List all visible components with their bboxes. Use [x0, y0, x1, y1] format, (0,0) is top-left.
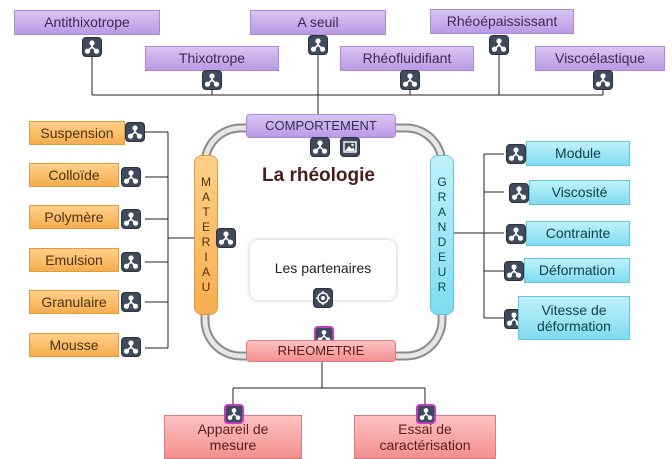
mindmap-branch-icon[interactable] — [121, 167, 141, 187]
node-module[interactable]: Module — [526, 141, 630, 166]
hub-rheometrie[interactable]: RHEOMETRIE — [246, 340, 396, 362]
hub-letter: R — [201, 235, 211, 249]
mindmap-branch-icon[interactable] — [82, 37, 102, 57]
hub-letter: R — [437, 280, 447, 294]
image-icon[interactable] — [340, 137, 360, 157]
mindmap-branch-icon[interactable] — [504, 261, 524, 281]
mindmap-branch-icon[interactable] — [121, 209, 141, 229]
node-colloide[interactable]: Colloïde — [29, 163, 119, 187]
mindmap-branch-icon[interactable] — [121, 337, 141, 357]
node-rheoepaississant[interactable]: Rhéoépaississant — [430, 9, 574, 34]
node-viscoelastique[interactable]: Viscoélastique — [535, 46, 665, 71]
mindmap-branch-icon[interactable] — [125, 122, 145, 142]
hub-grandeur[interactable]: G R A N D E U R — [430, 155, 454, 315]
hub-letter: R — [437, 190, 447, 204]
mindmap-branch-icon[interactable] — [400, 70, 420, 90]
mindmap-branch-icon[interactable] — [489, 35, 509, 55]
mindmap-branch-icon[interactable] — [224, 404, 244, 424]
mindmap-branch-icon[interactable] — [506, 144, 526, 164]
mindmap-branch-icon[interactable] — [310, 137, 330, 157]
hub-letter: A — [201, 190, 210, 204]
node-antithixotrope[interactable]: Antithixotrope — [14, 10, 160, 35]
partners-card[interactable]: Les partenaires — [250, 240, 396, 300]
node-appareil-de-mesure[interactable]: Appareil de mesure — [164, 415, 302, 459]
node-rheofluidifiant[interactable]: Rhéofluidifiant — [340, 46, 474, 71]
hub-letter: U — [437, 265, 447, 279]
hub-letter: T — [202, 205, 210, 219]
mindmap-branch-icon[interactable] — [121, 292, 141, 312]
node-granulaire[interactable]: Granulaire — [29, 290, 119, 314]
hub-letter: A — [201, 265, 210, 279]
node-polymere[interactable]: Polymère — [29, 205, 119, 229]
node-emulsion[interactable]: Emulsion — [29, 248, 119, 272]
node-a-seuil[interactable]: A seuil — [250, 10, 386, 35]
hub-letter: U — [201, 280, 211, 294]
hub-comportement[interactable]: COMPORTEMENT — [246, 114, 396, 138]
node-vitesse-de-deformation[interactable]: Vitesse de déformation — [518, 296, 630, 340]
node-contrainte[interactable]: Contrainte — [526, 221, 630, 246]
hub-letter: M — [201, 175, 211, 189]
mindmap-branch-icon[interactable] — [416, 404, 436, 424]
hub-letter: I — [204, 250, 208, 264]
hub-letter: E — [437, 250, 446, 264]
mindmap-branch-icon[interactable] — [202, 70, 222, 90]
hub-letter: E — [201, 220, 210, 234]
node-suspension[interactable]: Suspension — [29, 121, 125, 145]
node-mousse[interactable]: Mousse — [29, 333, 119, 357]
target-icon[interactable] — [313, 288, 333, 308]
node-thixotrope[interactable]: Thixotrope — [145, 46, 279, 71]
mindmap-branch-icon[interactable] — [121, 252, 141, 272]
mindmap-branch-icon[interactable] — [506, 224, 526, 244]
node-deformation[interactable]: Déformation — [524, 258, 630, 283]
hub-letter: G — [437, 175, 447, 189]
mindmap-branch-icon[interactable] — [509, 183, 529, 203]
partners-label: Les partenaires — [274, 260, 372, 276]
mindmap-branch-icon[interactable] — [593, 70, 613, 90]
hub-materiau[interactable]: M A T E R I A U — [194, 155, 218, 315]
hub-letter: A — [437, 205, 446, 219]
mindmap-branch-icon[interactable] — [216, 228, 236, 248]
hub-letter: D — [437, 235, 447, 249]
node-viscosite[interactable]: Viscosité — [529, 180, 630, 205]
mindmap-branch-icon[interactable] — [308, 35, 328, 55]
hub-letter: N — [437, 220, 447, 234]
central-title: La rhéologie — [262, 165, 375, 186]
